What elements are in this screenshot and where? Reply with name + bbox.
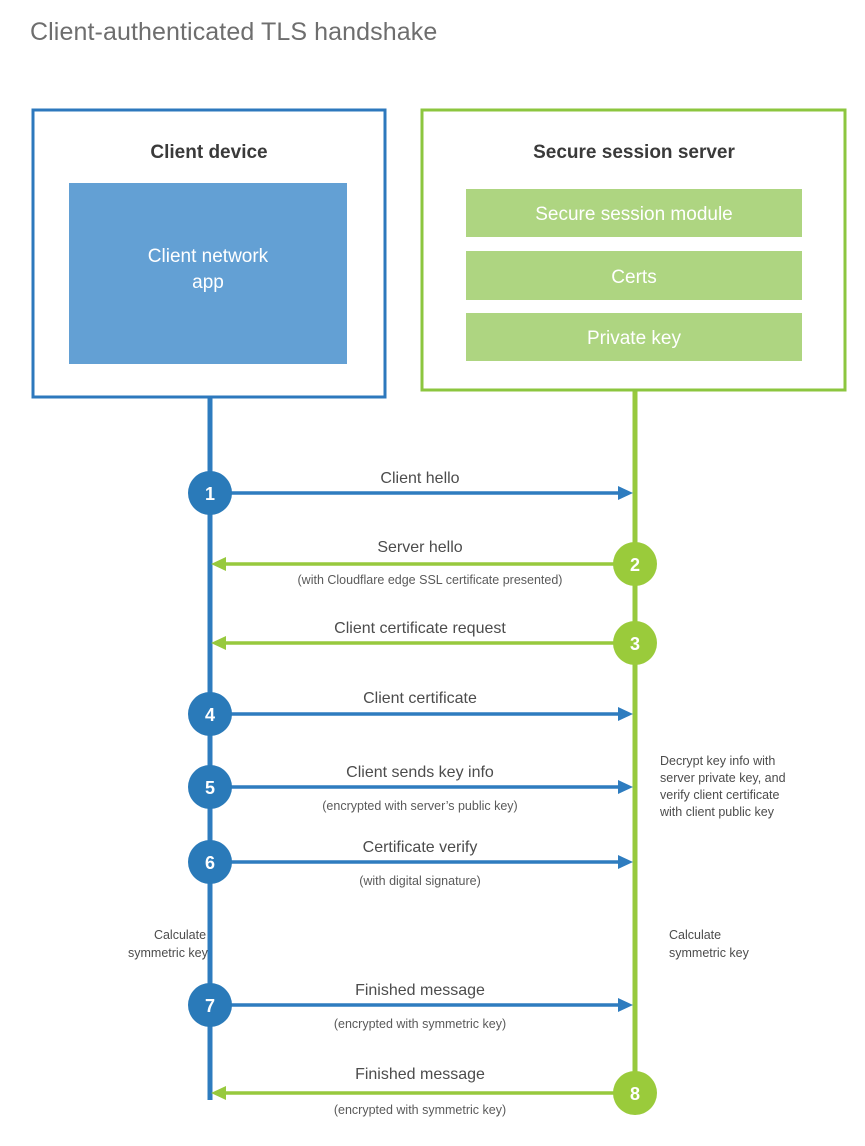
step-3-circle[interactable] [613,621,657,665]
step-5-sub: (encrypted with server’s public key) [322,799,517,813]
client-calculate-note: Calculate symmetric key [128,928,209,960]
step-7-circle[interactable] [188,983,232,1027]
server-decrypt-note-line2: server private key, and [660,771,786,785]
step-7-label: Finished message [355,982,485,999]
server-item-1-block [466,251,802,300]
step-3-arrow-head [211,636,226,650]
step-1-arrow-head [618,486,633,500]
step-8-circle[interactable] [613,1071,657,1115]
server-calculate-note: Calculate symmetric key [669,928,750,960]
server-item-2-block [466,313,802,361]
server-decrypt-note-line3: verify client certificate [660,788,780,802]
step-2-circle[interactable] [613,542,657,586]
server-item-0-block [466,189,802,237]
client-network-app-label-line2: app [192,272,224,293]
client-device-title: Client device [150,142,267,163]
step-2-arrow-head [211,557,226,571]
step-8-arrow-head [211,1086,226,1100]
server-decrypt-note-line4: with client public key [659,805,775,819]
server-decrypt-note-line1: Decrypt key info with [660,754,775,768]
step-6-circle[interactable] [188,840,232,884]
step-5-number: 5 [205,778,215,798]
server-calculate-note-line1: Calculate [669,928,721,942]
step-5-label: Client sends key info [346,764,494,781]
client-network-app-label-line1: Client network [148,246,269,267]
server-item-1-label: Certs [611,267,656,288]
client-device-box: Client device Client network app [31,108,387,399]
step-8-group[interactable]: Finished message (encrypted with symmetr… [211,1066,657,1117]
step-4-label: Client certificate [363,690,477,707]
step-5-group[interactable]: Client sends key info (encrypted with se… [188,764,633,813]
server-calculate-note-line2: symmetric key [669,946,750,960]
step-1-circle[interactable] [188,471,232,515]
step-5-circle[interactable] [188,765,232,809]
step-3-number: 3 [630,634,640,654]
step-5-arrow-head [618,780,633,794]
secure-session-server-box: Secure session server Secure session mod… [420,108,847,392]
step-6-label: Certificate verify [363,839,478,856]
step-3-group[interactable]: Client certificate request 3 [211,620,657,665]
page-title: Client-authenticated TLS handshake [30,18,438,46]
step-8-number: 8 [630,1084,640,1104]
step-3-label: Client certificate request [334,620,506,637]
step-1-label: Client hello [380,470,459,487]
step-2-sub: (with Cloudflare edge SSL certificate pr… [298,573,563,587]
server-box-title: Secure session server [533,142,735,163]
client-network-app-block [69,183,347,364]
step-4-group[interactable]: Client certificate 4 [188,690,633,736]
step-4-arrow-head [618,707,633,721]
client-calculate-note-line1: Calculate [154,928,206,942]
step-6-number: 6 [205,853,215,873]
step-4-circle[interactable] [188,692,232,736]
step-6-group[interactable]: Certificate verify (with digital signatu… [188,839,633,888]
step-6-sub: (with digital signature) [359,874,481,888]
step-4-number: 4 [205,705,215,725]
step-2-number: 2 [630,555,640,575]
server-decrypt-note: Decrypt key info with server private key… [659,754,786,819]
step-1-group[interactable]: Client hello 1 [188,470,633,515]
step-2-label: Server hello [377,539,462,556]
step-8-sub: (encrypted with symmetric key) [334,1103,506,1117]
step-8-label: Finished message [355,1066,485,1083]
step-1-number: 1 [205,484,215,504]
step-6-arrow-head [618,855,633,869]
step-7-number: 7 [205,996,215,1016]
client-calculate-note-line2: symmetric key [128,946,209,960]
server-item-0-label: Secure session module [535,204,733,225]
step-2-group[interactable]: Server hello (with Cloudflare edge SSL c… [211,539,657,587]
step-7-arrow-head [618,998,633,1012]
server-item-2-label: Private key [587,328,681,349]
step-7-group[interactable]: Finished message (encrypted with symmetr… [188,982,633,1031]
step-7-sub: (encrypted with symmetric key) [334,1017,506,1031]
